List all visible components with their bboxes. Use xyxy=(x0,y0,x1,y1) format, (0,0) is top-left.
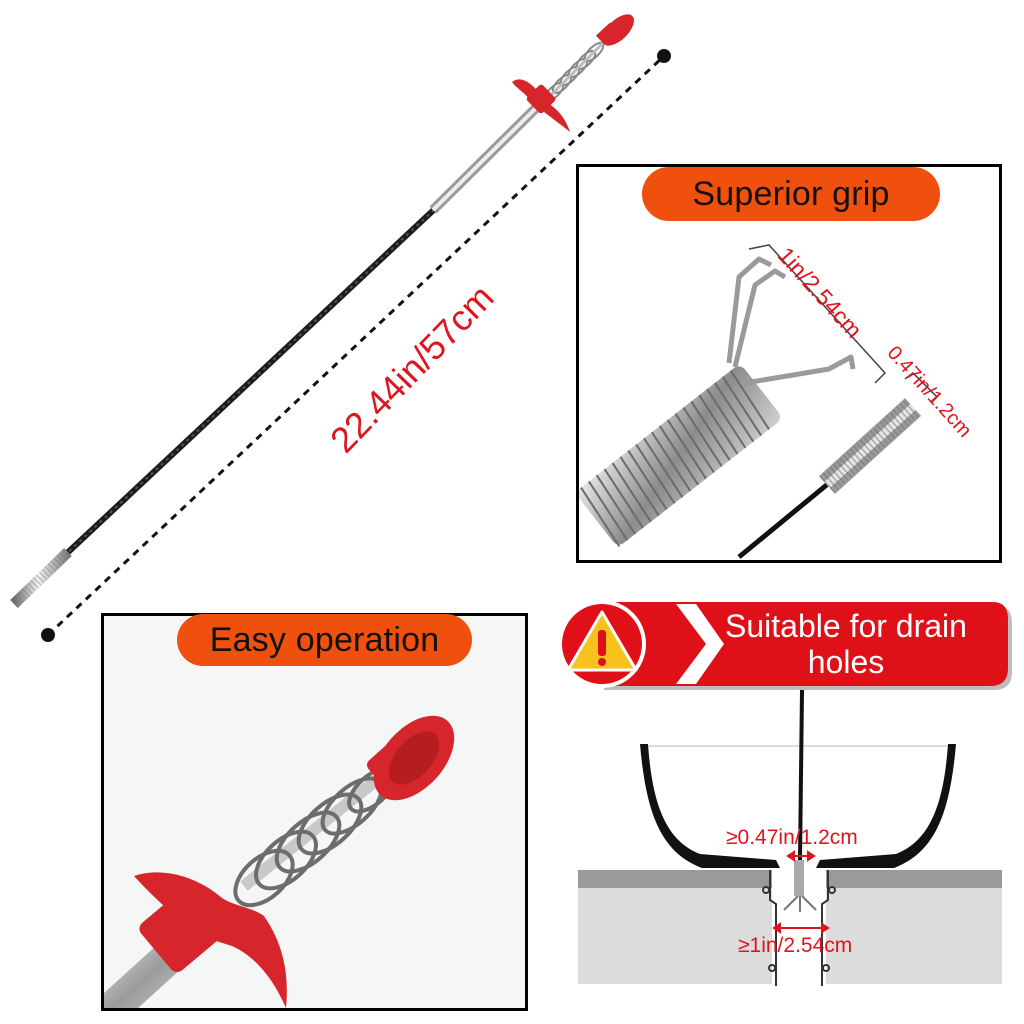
tip-tube xyxy=(10,548,72,608)
drain-min-width-label: ≥1in/2.54cm xyxy=(738,934,853,957)
superior-grip-panel xyxy=(576,164,1002,563)
superior-grip-title: Superior grip xyxy=(642,167,940,221)
warning-icon xyxy=(566,610,638,672)
handle-closeup-illustration xyxy=(104,715,455,1008)
easy-operation-panel xyxy=(101,613,528,1011)
dimension-line xyxy=(46,54,666,637)
red-finger-grip-closeup xyxy=(134,872,287,1008)
drain-warning-banner xyxy=(558,600,1012,690)
claw-spring-coil xyxy=(579,366,781,547)
claw-dimension-bracket xyxy=(748,244,887,384)
red-finger-grip xyxy=(512,79,570,132)
drain-min-gap-label: ≥0.47in/1.2cm xyxy=(726,826,858,849)
easy-operation-title: Easy operation xyxy=(177,614,472,666)
red-plunger-cap xyxy=(595,14,634,46)
tip-tube-closeup xyxy=(737,398,922,559)
red-plunger-closeup xyxy=(366,715,455,801)
claw-prongs xyxy=(726,256,856,386)
tip-diameter-bracket xyxy=(904,372,939,404)
dimension-endpoint-top xyxy=(657,49,671,63)
dimension-endpoint-bottom xyxy=(41,628,55,642)
drain-banner-text: Suitable for drain holes xyxy=(725,608,967,680)
claw-closeup-illustration xyxy=(579,244,939,559)
